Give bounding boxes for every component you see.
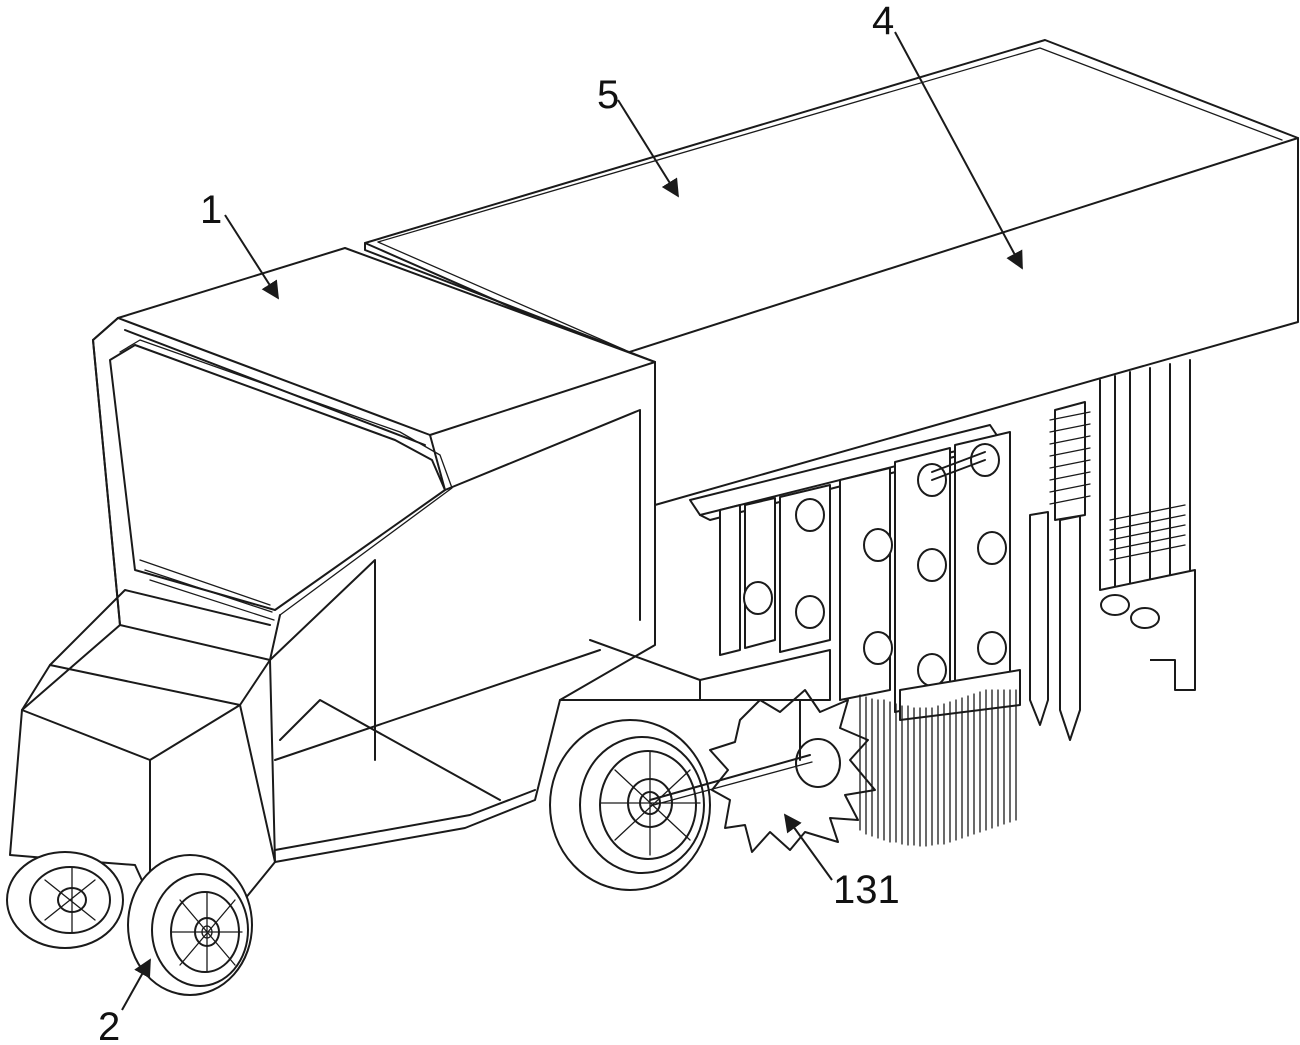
leader-lines	[121, 31, 1023, 1011]
callout-4: 4	[872, 0, 894, 43]
bristle-brush	[859, 689, 1017, 847]
front-wheel-right	[127, 854, 253, 996]
spring-rod-assembly	[1029, 359, 1196, 741]
callout-1: 1	[200, 188, 222, 232]
callout-5: 5	[597, 73, 619, 117]
callout-131: 131	[833, 868, 900, 912]
front-wheel-left	[6, 851, 124, 949]
callout-2: 2	[98, 1005, 120, 1045]
cab	[9, 247, 701, 906]
rear-wheel	[549, 719, 711, 891]
linkage-mechanism	[689, 424, 1021, 721]
rotary-cutter-blade	[649, 649, 876, 853]
